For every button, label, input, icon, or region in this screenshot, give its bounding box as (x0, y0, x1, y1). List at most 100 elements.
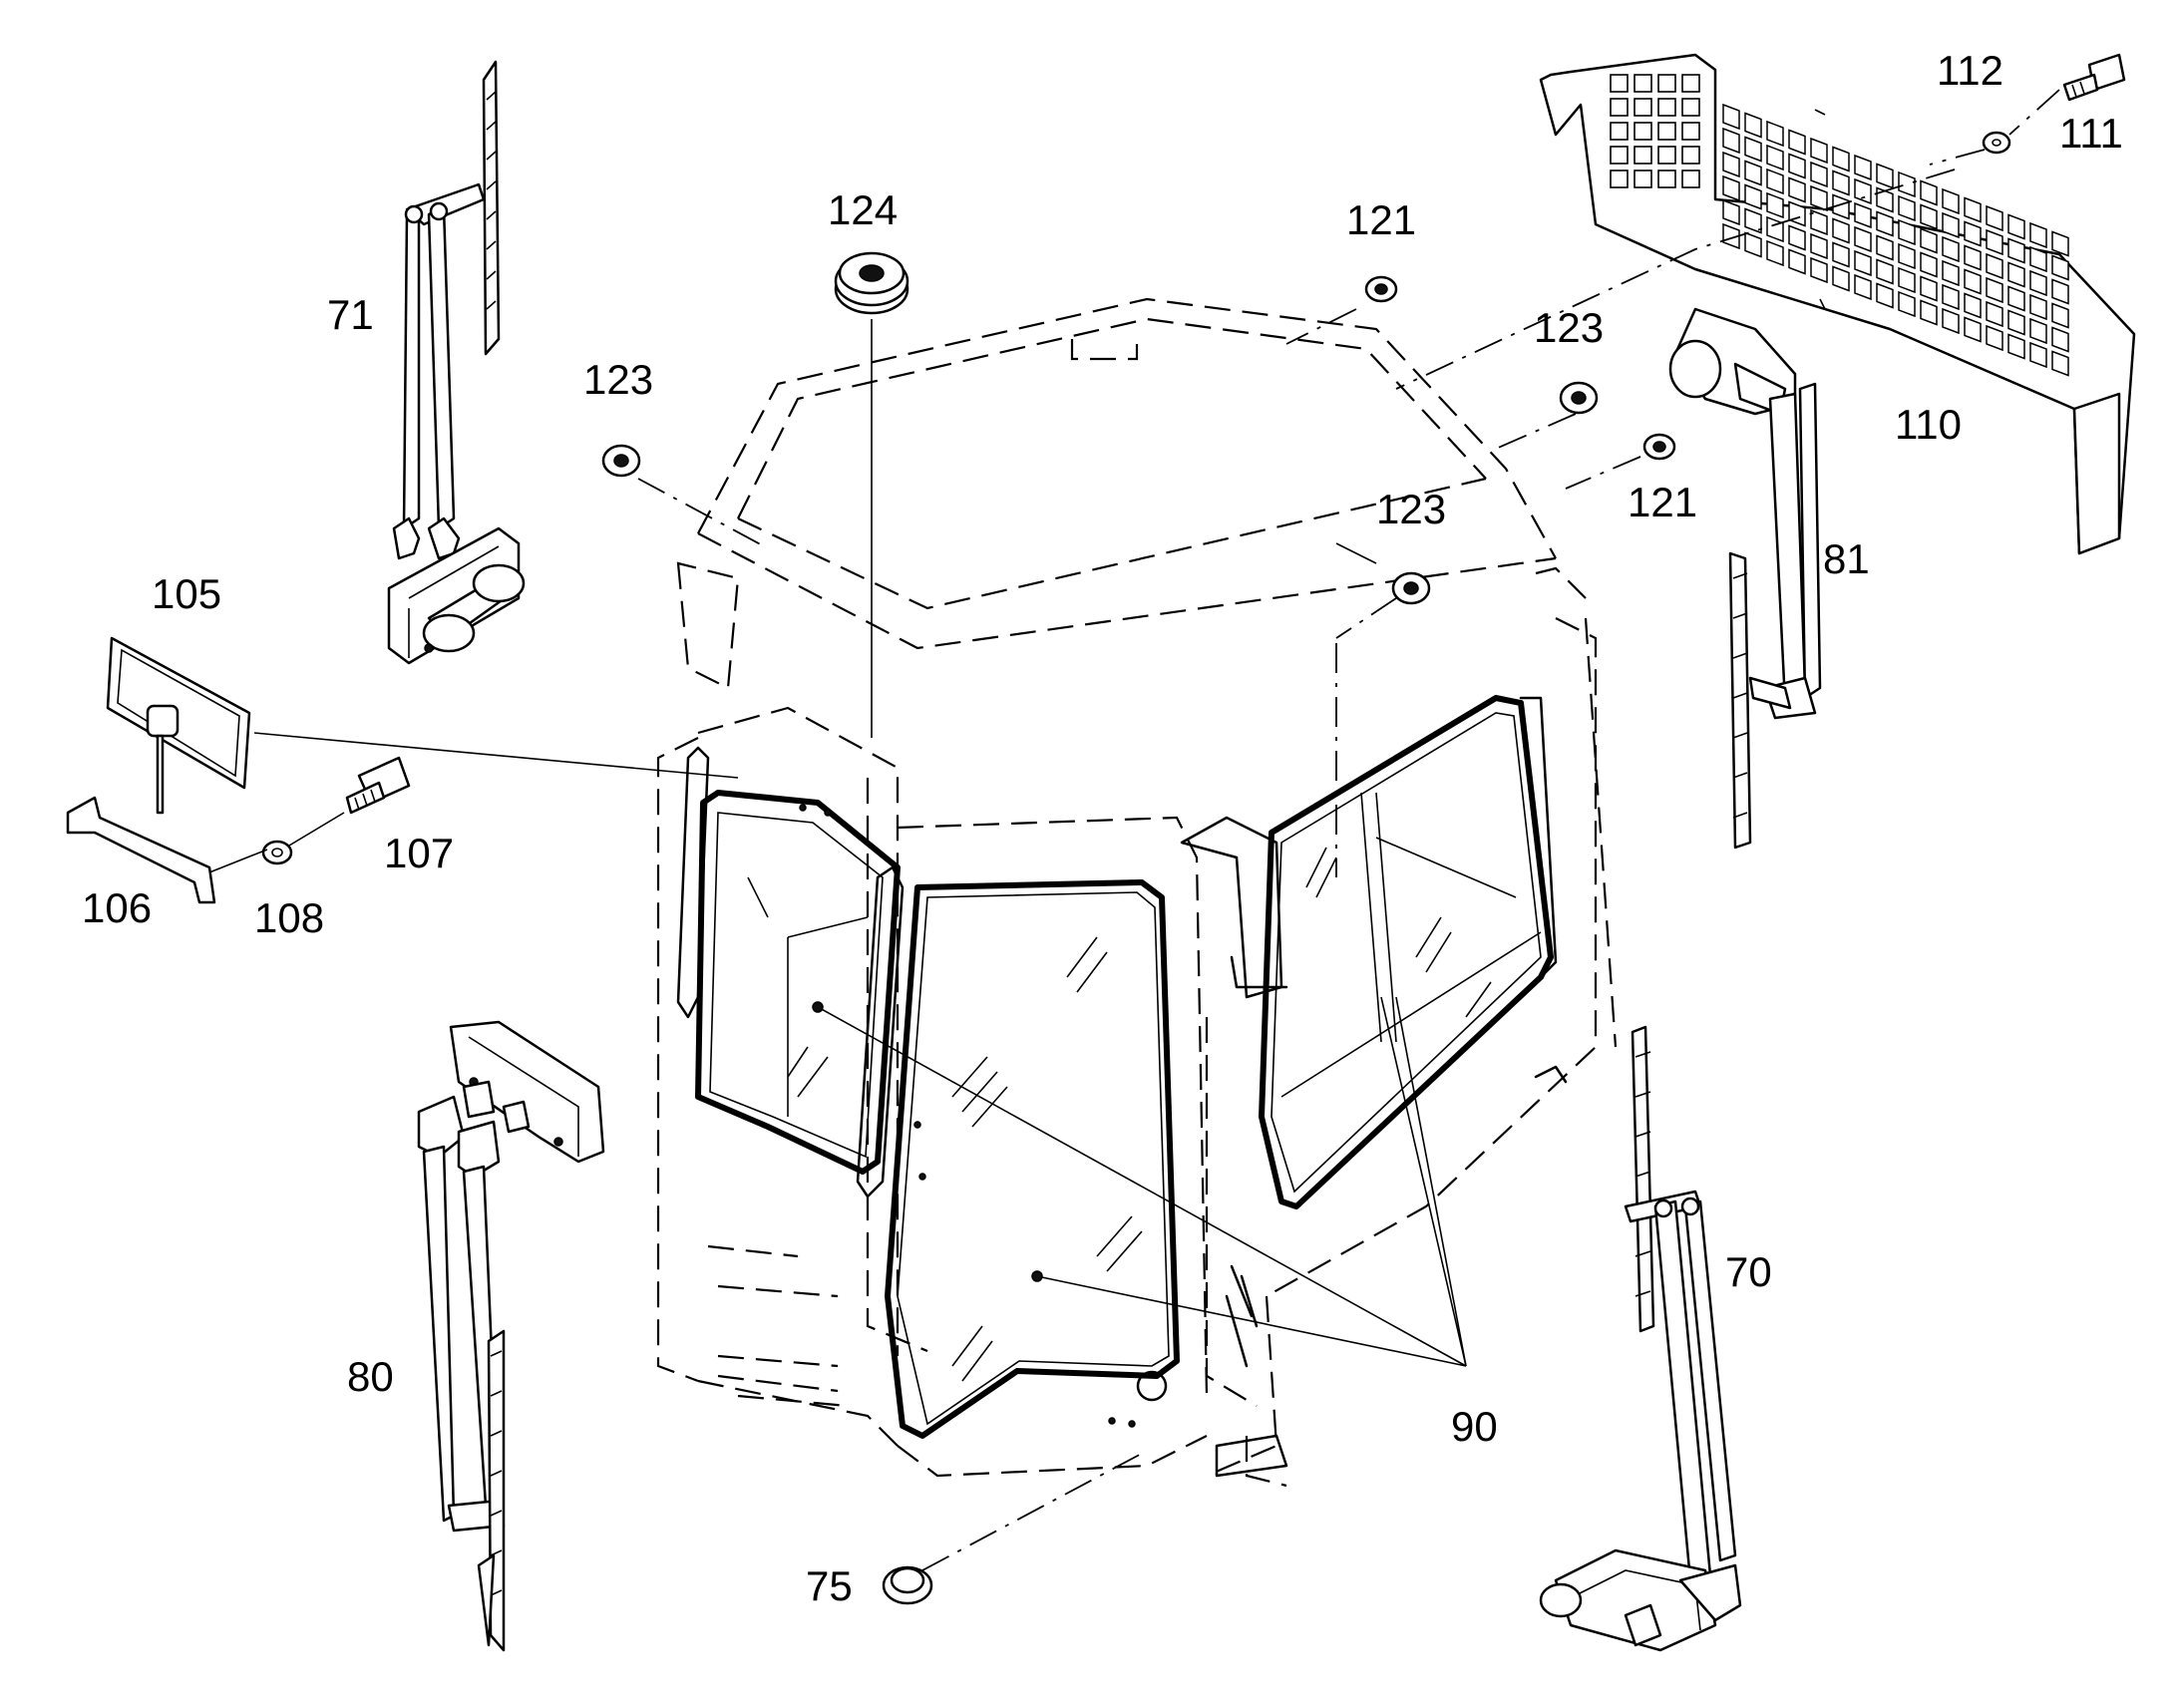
mesh-cell (1986, 276, 2003, 304)
mesh-cell (1854, 249, 1872, 277)
callout-112: 112 (1937, 47, 2003, 94)
mesh-cell (2051, 254, 2069, 281)
mesh-cell (1634, 74, 1652, 93)
mesh-cell (1876, 258, 1894, 285)
mesh-cell (1766, 191, 1784, 219)
mesh-cell (1744, 112, 1762, 139)
mesh-cell (1657, 170, 1676, 188)
grommet-121-right (1642, 433, 1676, 461)
mesh-cell (1634, 146, 1652, 165)
callout-107: 107 (384, 830, 454, 876)
mesh-cell (1722, 222, 1740, 250)
mesh-cell (2029, 293, 2047, 321)
mesh-cell (1634, 98, 1652, 117)
mesh-cell (2051, 230, 2069, 257)
mesh-cell (1810, 232, 1828, 260)
mesh-cell (1942, 235, 1960, 263)
mesh-cell (1854, 225, 1872, 253)
mesh-cell (1788, 153, 1806, 179)
mesh-cell (1634, 122, 1652, 141)
mesh-cell (1854, 201, 1872, 229)
mesh-cell (1657, 98, 1676, 117)
mesh-cell (1788, 176, 1806, 203)
mesh-cell (1964, 220, 1982, 247)
grommet-75 (882, 1565, 933, 1605)
mesh-cell (1942, 283, 1960, 311)
mesh-cell (1964, 244, 1982, 271)
mesh-cell (1832, 217, 1850, 244)
mesh-cell (2007, 309, 2025, 336)
mesh-cell (1854, 154, 1872, 181)
mesh-cell (2007, 261, 2025, 288)
callout-124: 124 (828, 186, 898, 233)
washer-108 (261, 840, 293, 865)
mesh-cell (1964, 292, 1982, 319)
mesh-cell (1854, 273, 1872, 301)
mesh-cell (1986, 324, 2003, 352)
mesh-cell (1942, 259, 1960, 287)
mesh-cell (2007, 333, 2025, 360)
callout-111: 111 (2059, 110, 2123, 157)
cable-gland-124 (834, 251, 909, 315)
callout-75: 75 (806, 1562, 853, 1609)
mesh-cell (1942, 187, 1960, 215)
mesh-cell (1788, 248, 1806, 275)
bolt-107 (345, 756, 411, 815)
mesh-cell (1810, 208, 1828, 236)
mesh-cell (2051, 302, 2069, 329)
callout-121-top: 121 (1346, 196, 1416, 243)
mesh-cell (1832, 241, 1850, 268)
cab-body (656, 297, 1618, 1488)
callout-105: 105 (152, 570, 221, 617)
callout-108: 108 (254, 894, 324, 941)
mesh-cell (1766, 144, 1784, 171)
mesh-cell (1986, 228, 2003, 256)
mesh-cell (1610, 122, 1629, 141)
mesh-cell (2051, 278, 2069, 305)
callout-106: 106 (82, 884, 152, 931)
mesh-cell (2007, 213, 2025, 240)
mesh-cell (1876, 186, 1894, 213)
mesh-cell (1876, 282, 1894, 309)
mesh-cell (1810, 184, 1828, 212)
mesh-cell (1722, 174, 1740, 202)
grommet-123-right (1559, 381, 1599, 415)
mesh-cell (1788, 129, 1806, 156)
mesh-cell (1722, 198, 1740, 226)
mesh-cell (1610, 74, 1629, 93)
mesh-cell (1744, 231, 1762, 258)
mesh-cell (1744, 136, 1762, 163)
mesh-cell (1898, 218, 1916, 246)
mesh-cell (1744, 183, 1762, 210)
mesh-cell (1920, 275, 1938, 302)
mesh-cell (2029, 269, 2047, 297)
mesh-cell (1681, 170, 1700, 188)
grommet-123-center (1391, 571, 1431, 605)
mesh-cell (1810, 161, 1828, 188)
mesh-cell (1986, 204, 2003, 232)
mesh-cell (1920, 179, 1938, 206)
wiper-assembly-70 (1539, 1025, 1742, 1652)
mesh-cell (1634, 170, 1652, 188)
mesh-cell (1920, 251, 1938, 278)
mesh-cell (2051, 350, 2069, 377)
mesh-cell (1722, 151, 1740, 178)
callout-80: 80 (347, 1353, 394, 1400)
cab-windows (676, 695, 1568, 1478)
mesh-cell (1681, 74, 1700, 93)
mirror-bracket-106 (66, 796, 216, 904)
mesh-cell (2029, 221, 2047, 249)
mesh-cell (1942, 307, 1960, 335)
mesh-cell (2029, 317, 2047, 345)
mesh-cell (1681, 98, 1700, 117)
mesh-cell (2029, 341, 2047, 369)
mesh-cell (1964, 268, 1982, 295)
mesh-cell (1810, 137, 1828, 165)
mesh-cell (1920, 299, 1938, 326)
mesh-cell (1610, 170, 1629, 188)
mesh-cell (1832, 265, 1850, 292)
wiper-assembly-81 (1668, 307, 1822, 850)
washer-112 (1982, 131, 2011, 155)
callout-71: 71 (327, 291, 374, 338)
